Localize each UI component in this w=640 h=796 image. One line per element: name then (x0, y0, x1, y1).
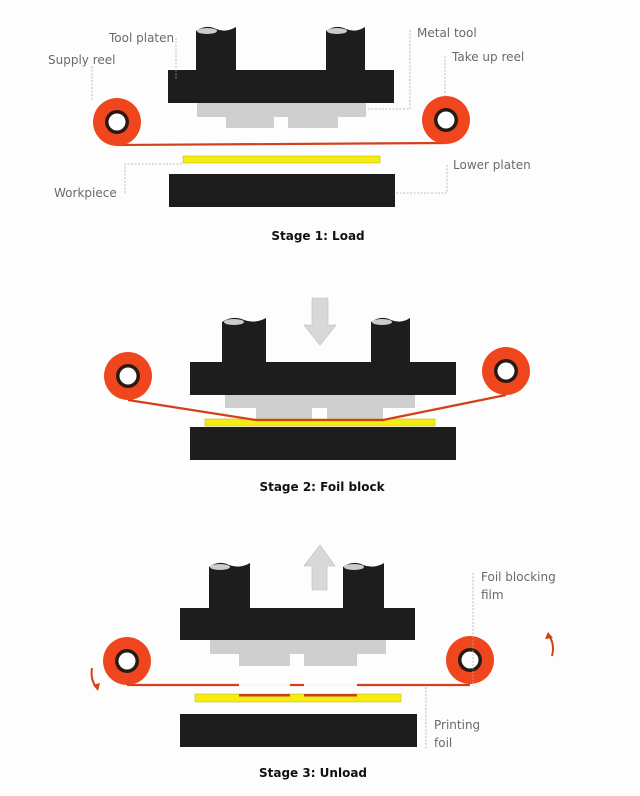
label-take-up-reel: Take up reel (451, 50, 524, 64)
workpiece (194, 693, 402, 703)
lower-platen (180, 714, 417, 747)
tool-platen (180, 608, 415, 640)
lower-platen (169, 174, 395, 207)
metal-tool (210, 640, 386, 666)
stage-2-caption: Stage 2: Foil block (259, 480, 385, 494)
tool-platen (168, 70, 394, 103)
stage-3-caption: Stage 3: Unload (259, 766, 367, 780)
supply-reel (93, 98, 141, 146)
ram-pillar-right (343, 562, 384, 609)
foil-film (116, 141, 447, 147)
metal-tool (225, 395, 415, 420)
label-printing-foil: Printing (434, 718, 480, 732)
ram-pillar-right (326, 26, 365, 72)
ram-pillar-left (222, 317, 266, 363)
tool-platen (190, 362, 456, 395)
workpiece (182, 155, 381, 164)
label-tool-platen: Tool platen (108, 31, 174, 45)
label-foil-blocking-film: Foil blocking (481, 570, 556, 584)
rotate-arrow-right-icon (548, 635, 554, 657)
take-up-reel (482, 347, 530, 395)
take-up-reel (446, 636, 494, 684)
ram-pillar-right (371, 317, 410, 363)
supply-reel (103, 637, 151, 685)
ram-pillar-left (209, 562, 250, 609)
supply-reel (104, 352, 152, 400)
stage-1-caption: Stage 1: Load (271, 229, 364, 243)
printed-foil (304, 694, 357, 697)
label-supply-reel: Supply reel (48, 53, 115, 67)
label-workpiece: Workpiece (54, 186, 117, 200)
label-printing-foil-2: foil (434, 736, 452, 750)
up-arrow-icon (303, 544, 336, 591)
stage-3-unload: Foil blocking film Printing foil Stage 3… (90, 544, 556, 780)
stage-2-foil-block: Stage 2: Foil block (104, 297, 530, 494)
down-arrow-icon (303, 297, 337, 346)
foil-film (127, 393, 507, 422)
printed-foil (239, 694, 290, 697)
take-up-reel (422, 96, 470, 144)
metal-tool (197, 103, 366, 128)
ram-pillar-left (196, 26, 236, 72)
label-foil-blocking-film-2: film (481, 588, 504, 602)
lower-platen (190, 427, 456, 460)
stage-1-load: Tool platen Supply reel Metal tool Take … (48, 26, 531, 243)
label-lower-platen: Lower platen (453, 158, 531, 172)
label-metal-tool: Metal tool (417, 26, 477, 40)
